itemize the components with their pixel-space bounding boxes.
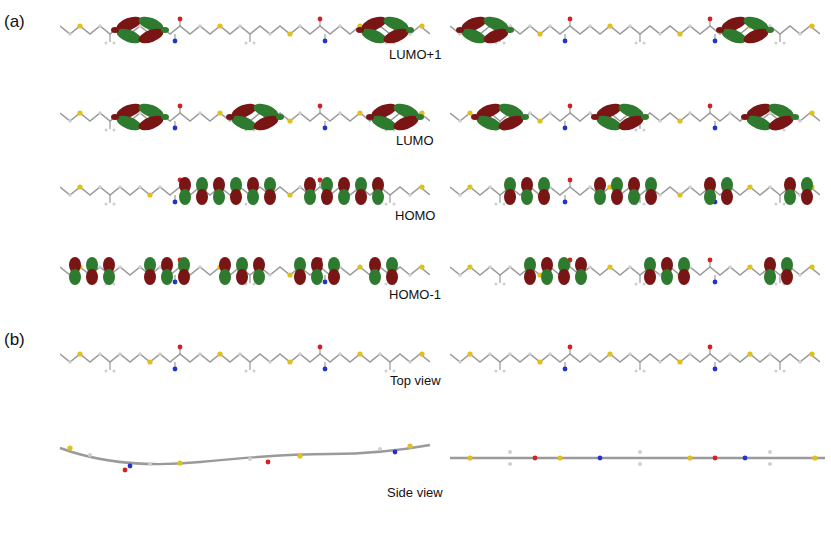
panel-letter: (a): [4, 12, 25, 32]
orbital-label: LUMO+1: [389, 47, 441, 62]
orbital-label: HOMO: [395, 208, 435, 223]
orbital-label: LUMO: [396, 133, 434, 148]
orbital-label: HOMO-1: [389, 287, 441, 302]
panel-letter: (b): [4, 330, 25, 350]
view-label: Side view: [387, 485, 443, 500]
view-label: Top view: [390, 373, 441, 388]
